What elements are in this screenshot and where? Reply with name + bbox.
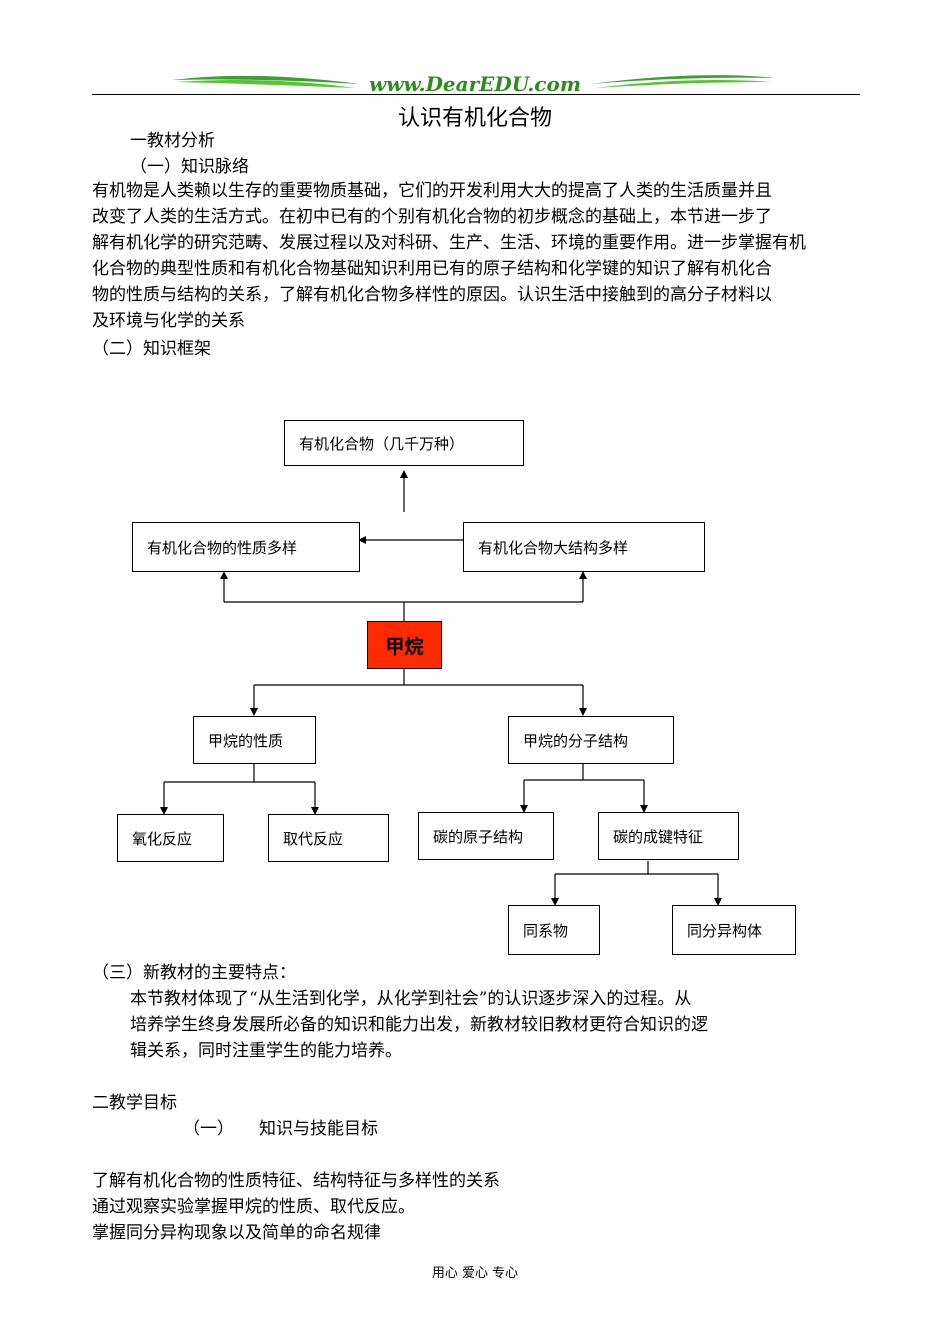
node-methane-properties: 甲烷的性质 xyxy=(193,716,316,764)
node-organic-compounds: 有机化合物（几千万种） xyxy=(284,420,524,466)
footer-slogan: 用心 爱心 专心 xyxy=(431,1266,519,1281)
node-carbon-bonding: 碳的成键特征 xyxy=(598,812,739,860)
node-carbon-atomic-structure: 碳的原子结构 xyxy=(418,812,554,860)
subheading-new-features: （三）新教材的主要特点： xyxy=(92,963,296,983)
node-isomer: 同分异构体 xyxy=(672,905,796,955)
features-paragraph: 本节教材体现了“从生活到化学，从化学到社会”的认识逐步深入的过程。从 培养学生终… xyxy=(130,986,810,1064)
feature-line: 辑关系，同时注重学生的能力培养。 xyxy=(130,1041,402,1061)
page-title: 认识有机化合物 xyxy=(397,106,552,131)
section-heading-2: 二教学目标 xyxy=(92,1093,177,1113)
paragraph-line: 有机物是人类赖以生存的重要物质基础，它们的开发利用大大的提高了人类的生活质量并且 xyxy=(92,181,772,201)
node-property-diversity: 有机化合物的性质多样 xyxy=(132,522,360,572)
left-swoosh-2 xyxy=(176,80,355,88)
right-swoosh-2 xyxy=(595,80,772,88)
feature-line: 培养学生终身发展所必备的知识和能力出发，新教材较旧教材更符合知识的逻 xyxy=(130,1015,708,1035)
right-swoosh xyxy=(590,75,776,84)
left-swoosh xyxy=(172,75,360,84)
feature-line: 本节教材体现了“从生活到化学，从化学到社会”的认识逐步深入的过程。从 xyxy=(130,989,692,1009)
node-substitution: 取代反应 xyxy=(268,814,389,862)
paragraph-line: 及环境与化学的关系 xyxy=(92,311,245,331)
node-methane-structure: 甲烷的分子结构 xyxy=(508,716,674,764)
subheading-knowledge-framework: （二）知识框架 xyxy=(92,339,211,359)
paragraph-line: 物的性质与结构的关系，了解有机化合物多样性的原因。认识生活中接触到的高分子材料以 xyxy=(92,285,772,305)
goal-title: 知识与技能目标 xyxy=(259,1119,378,1139)
goal-line: 通过观察实验掌握甲烷的性质、取代反应。 xyxy=(92,1197,415,1217)
node-homolog: 同系物 xyxy=(508,905,600,955)
node-methane: 甲烷 xyxy=(367,621,442,669)
section-heading-1: 一教材分析 xyxy=(130,131,215,151)
goal-line: 了解有机化合物的性质特征、结构特征与多样性的关系 xyxy=(92,1171,500,1191)
paragraph-line: 解有机化学的研究范畴、发展过程以及对科研、生产、生活、环境的重要作用。进一步掌握… xyxy=(92,233,806,253)
header-logo: www.DearEDU.com xyxy=(172,72,776,96)
paragraph-line: 改变了人类的生活方式。在初中已有的个别有机化合物的初步概念的基础上，本节进一步了 xyxy=(92,207,772,227)
subheading-knowledge-context: （一）知识脉络 xyxy=(130,157,249,177)
intro-paragraph: 有机物是人类赖以生存的重要物质基础，它们的开发利用大大的提高了人类的生活质量并且… xyxy=(92,178,862,334)
goal-line: 掌握同分异构现象以及简单的命名规律 xyxy=(92,1223,381,1243)
goal-number: （一） xyxy=(183,1119,234,1139)
paragraph-line: 化合物的典型性质和有机化合物基础知识利用已有的原子结构和化学键的知识了解有机化合 xyxy=(92,259,772,279)
header-rule xyxy=(92,94,860,95)
logo-text: www.DearEDU.com xyxy=(369,72,581,96)
node-oxidation: 氧化反应 xyxy=(117,814,224,862)
node-structure-diversity: 有机化合物大结构多样 xyxy=(463,522,705,572)
